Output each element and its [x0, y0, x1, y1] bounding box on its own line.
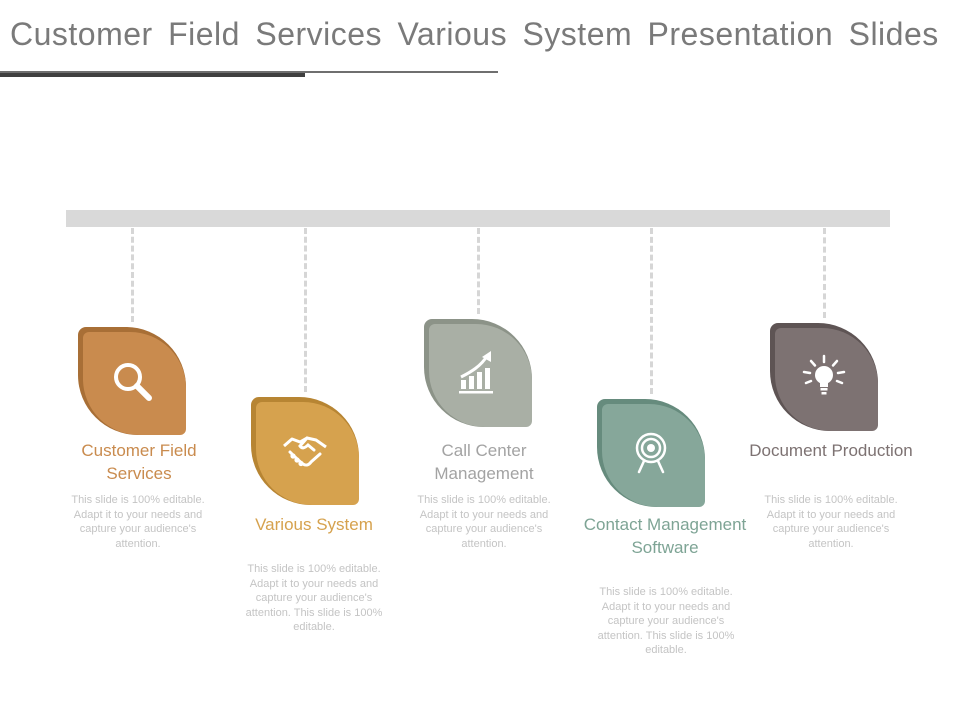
- item-1-tile: [78, 327, 186, 435]
- connector-3: [477, 228, 480, 314]
- item-2-description: This slide is 100% editable. Adapt it to…: [245, 563, 383, 633]
- connector-2: [304, 228, 307, 392]
- search-icon: [114, 363, 152, 401]
- item-1-description: This slide is 100% editable. Adapt it to…: [71, 494, 205, 550]
- item-3-heading: Call Center Management: [434, 441, 534, 483]
- growth-chart-icon: [459, 351, 493, 394]
- connector-4: [650, 228, 653, 394]
- item-4-tile: [597, 399, 705, 507]
- item-4-description: This slide is 100% editable. Adapt it to…: [597, 586, 735, 656]
- item-2-tile: [251, 397, 359, 505]
- item-5-description: This slide is 100% editable. Adapt it to…: [764, 494, 898, 550]
- slide-title: Customer Field Services Various System P…: [10, 16, 939, 52]
- item-3-description: This slide is 100% editable. Adapt it to…: [417, 494, 551, 550]
- connector-5: [823, 228, 826, 318]
- connector-1: [131, 228, 134, 322]
- item-5-tile: [770, 323, 878, 431]
- item-4-heading: Contact Management Software: [583, 515, 747, 557]
- handshake-icon: [283, 436, 327, 467]
- item-5-heading: Document Production: [749, 441, 913, 460]
- item-3-tile: [424, 319, 532, 427]
- title-underline-thin: [0, 71, 498, 73]
- item-2-heading: Various System: [255, 515, 373, 534]
- title-underline-thick: [0, 73, 305, 77]
- target-icon: [635, 432, 667, 474]
- item-1-heading: Customer Field Services: [81, 441, 197, 483]
- lightbulb-icon: [802, 354, 846, 395]
- timeline-bar: [66, 210, 890, 227]
